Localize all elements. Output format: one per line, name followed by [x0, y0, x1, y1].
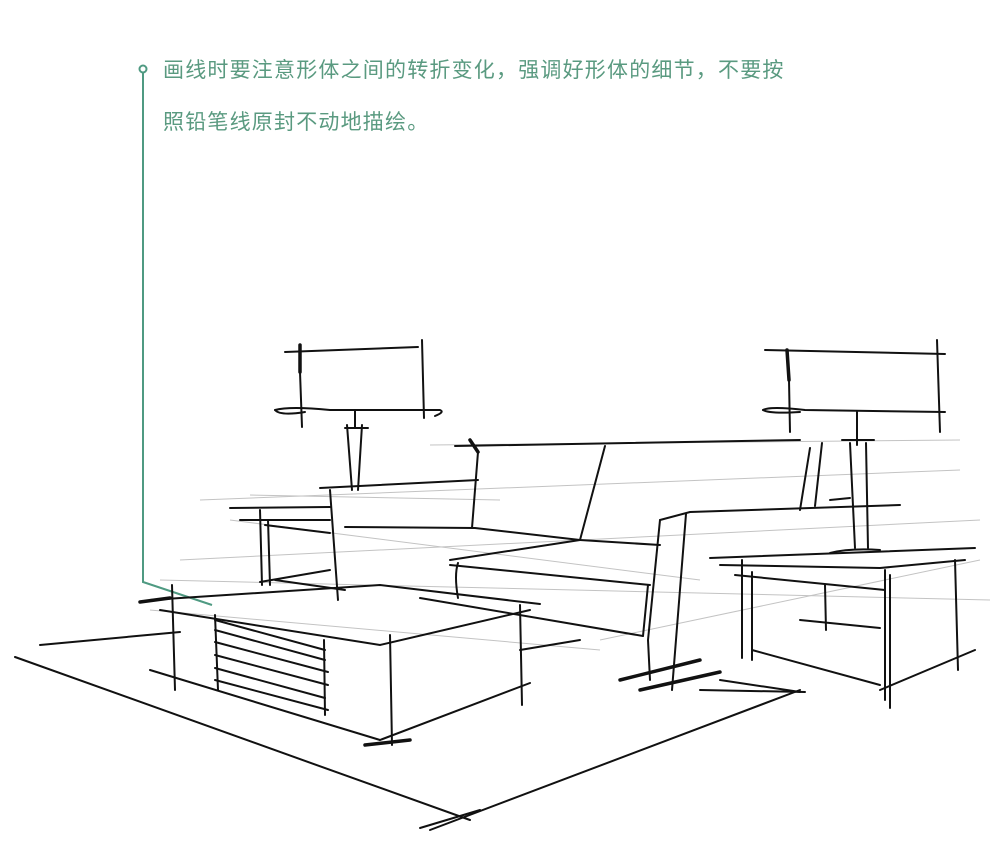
callout-leader — [138, 64, 213, 606]
rug-outline — [14, 631, 806, 831]
coffee-table — [138, 583, 581, 747]
annotation-line-2: 照铅笔线原封不动地描绘。 — [163, 110, 430, 134]
side-table-left — [229, 506, 346, 591]
annotation-line-1: 画线时要注意形体之间的转折变化，强调好形体的细节，不要按 — [163, 58, 785, 82]
sofa — [319, 438, 901, 692]
coffee-table-slats — [214, 619, 329, 711]
side-table-right — [709, 547, 976, 709]
floor-lamp-right — [762, 339, 946, 554]
pencil-guides — [149, 439, 991, 651]
floor-lamp-left — [274, 339, 443, 491]
